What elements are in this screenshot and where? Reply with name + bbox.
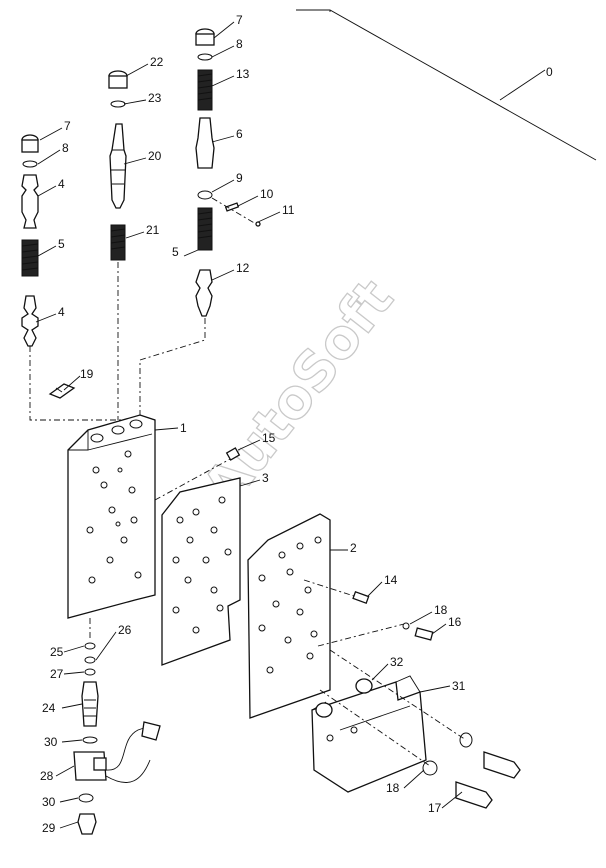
label-22: 22 (150, 55, 164, 69)
label-4b: 4 (58, 305, 65, 319)
washer-bolt-assembly (319, 649, 521, 809)
label-12: 12 (236, 261, 250, 275)
right-valve-stack (139, 28, 261, 420)
label-24: 24 (42, 701, 56, 715)
bolt-part-14 (303, 579, 370, 604)
label-4a: 4 (58, 177, 65, 191)
label-21: 21 (146, 223, 160, 237)
bolt-parts-16-18 (317, 622, 434, 647)
label-32: 32 (390, 655, 404, 669)
label-13: 13 (236, 67, 250, 81)
label-7b: 7 (236, 13, 243, 27)
leader-lines (35, 21, 463, 829)
label-11: 11 (282, 203, 295, 217)
lower-solenoid-stack (73, 618, 161, 835)
label-15: 15 (262, 431, 276, 445)
label-1: 1 (180, 421, 187, 435)
label-6: 6 (236, 127, 243, 141)
label-26: 26 (118, 623, 132, 637)
assembly-bracket (296, 9, 597, 161)
part-labels: 0 1 2 3 4 4 5 5 6 7 7 8 8 9 10 11 12 13 … (40, 13, 553, 835)
label-17: 17 (428, 801, 442, 815)
label-5a: 5 (58, 237, 65, 251)
bolt-part-15 (225, 447, 241, 461)
label-9: 9 (236, 171, 243, 185)
clip-part-19 (48, 383, 76, 399)
label-28: 28 (40, 769, 54, 783)
left-valve-stack (21, 134, 150, 421)
label-8a: 8 (62, 141, 69, 155)
label-7a: 7 (64, 119, 71, 133)
label-23: 23 (148, 91, 162, 105)
cover-part-31 (311, 675, 427, 793)
label-0: 0 (546, 65, 553, 79)
label-10: 10 (260, 187, 274, 201)
spacer-part-32 (315, 678, 373, 718)
label-16: 16 (448, 615, 462, 629)
label-19: 19 (80, 367, 94, 381)
watermark: AutoSoft (191, 268, 406, 518)
valve-body-part-1 (67, 414, 156, 619)
label-20: 20 (148, 149, 162, 163)
middle-valve-stack (108, 70, 128, 420)
label-18b: 18 (386, 781, 400, 795)
label-31: 31 (452, 679, 466, 693)
label-25: 25 (50, 645, 64, 659)
label-8b: 8 (236, 37, 243, 51)
gasket-part-3 (161, 477, 241, 666)
label-2: 2 (350, 541, 357, 555)
label-29: 29 (42, 821, 56, 835)
separator-plate-part-2 (247, 513, 331, 719)
label-30a: 30 (44, 735, 58, 749)
label-14: 14 (384, 573, 398, 587)
label-18a: 18 (434, 603, 448, 617)
label-5b: 5 (172, 245, 179, 259)
label-27: 27 (50, 667, 64, 681)
label-30b: 30 (42, 795, 56, 809)
label-3: 3 (262, 471, 269, 485)
